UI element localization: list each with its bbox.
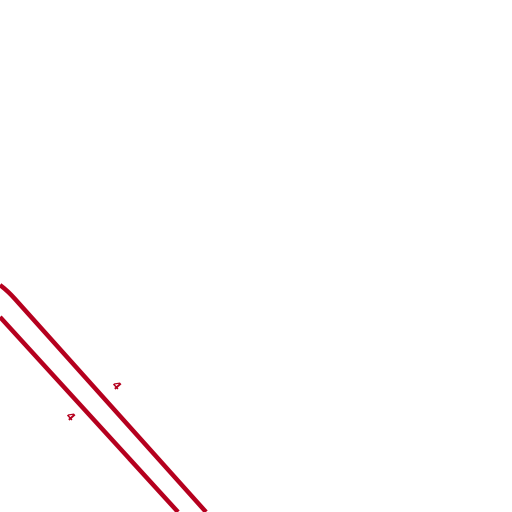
road-line-upper	[0, 283, 208, 512]
road-line-lower	[0, 315, 180, 512]
